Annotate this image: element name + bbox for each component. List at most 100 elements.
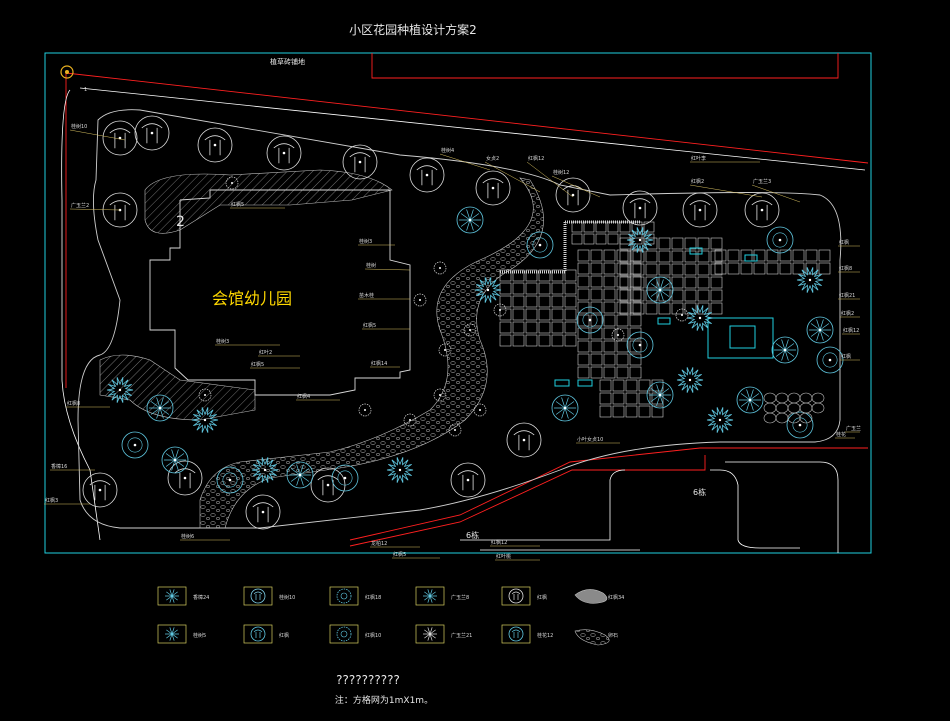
paving-tile [645,276,658,289]
callout-label: 红枫12 [528,155,544,162]
paving-tile [525,321,538,334]
callout-label: 龙柏12 [371,540,387,547]
paving-tile [603,340,616,353]
paving-tile [629,366,642,379]
plant-callout: 红枫2 [689,178,763,198]
paving-tile [792,262,805,275]
building-name: 会馆幼儿园 [212,289,292,308]
paving-tile [632,302,645,315]
callout-label: 桂树10 [71,123,87,130]
tree-symbol [506,422,542,458]
callout-label: 广玉兰3 [753,178,771,185]
shrub-dot [493,303,507,317]
paving-tile [792,249,805,262]
tree-symbol [216,466,244,494]
tree-symbol [551,394,579,422]
shrub-dot [611,328,625,342]
callout-label: 桂树12 [553,169,569,176]
rock [763,402,777,414]
rock [775,392,789,404]
callout-label: 红枫21 [839,292,855,299]
plant-callout: 红叶2 [258,349,300,357]
legend-label: 红枫18 [365,594,381,601]
legend-swatch [501,586,531,606]
callout-label: 桂树4 [441,147,454,154]
tree-symbol [766,226,794,254]
shrub-dot [448,423,462,437]
paving-tile [538,282,551,295]
legend-swatch [415,586,445,606]
hatched-bed-left [99,354,256,421]
rock [787,392,801,404]
callout-label: 红枫 [839,239,849,246]
tree-symbol [134,115,170,151]
rock [775,412,789,424]
tree-symbol [736,386,764,414]
paving-tile [629,249,642,262]
paving-tile [632,250,645,263]
legend-item: 香樟24 [157,586,209,606]
shrub-dot [433,388,447,402]
plant-callout: 红枫8 [66,400,110,408]
paving-tile [612,379,625,392]
paving-tile [603,249,616,262]
paving-tile [590,275,603,288]
paving-tile [577,301,590,314]
legend-label: 红枫10 [365,632,381,639]
paving-tile [590,301,603,314]
tree-symbol [682,192,718,228]
plant-symbols [82,115,844,530]
paving-tile [577,275,590,288]
paving-tile [619,263,632,276]
paving-tile [629,353,642,366]
paving-tile [525,282,538,295]
paving-tile [538,269,551,282]
tree-symbol [409,157,445,193]
plant-callout: 红枫21 [838,292,860,300]
paving-tile [607,233,619,245]
tree-symbol [626,331,654,359]
paving-tile [727,249,740,262]
paving-tile [616,288,629,301]
tree-symbol [526,231,554,259]
paving-tile [684,237,697,250]
callout-label: 红枫3 [45,497,58,504]
paving-tile [551,282,564,295]
tree-symbol [161,446,189,474]
paving-tile [564,308,577,321]
garden-outline [77,109,842,529]
tree-symbol [744,192,780,228]
shrub-dot [358,403,372,417]
paving-tile [499,308,512,321]
building-number: 2 [176,214,185,230]
tree-symbol [555,177,591,213]
callout-label: 桂花 [836,431,846,438]
paving-tile [619,289,632,302]
paving-tile [619,250,632,263]
paving-tile [671,250,684,263]
legend-label: 红枫 [279,632,289,639]
callout-label: 苗木桂 [359,292,374,299]
tree-symbol [450,462,486,498]
shrub-symbol [106,377,134,403]
paving-tile [632,289,645,302]
paving-tile [603,288,616,301]
paving-tile [499,282,512,295]
legend-item: 红枫 [243,624,289,644]
paving-tile [612,392,625,405]
plant-callout: 广玉兰2 [69,202,121,211]
paving-tile [525,334,538,347]
paving-tile [512,321,525,334]
paving-tile [629,288,642,301]
tree-symbol [456,206,484,234]
paving-tile [599,392,612,405]
paving-tile [616,262,629,275]
paving-tile [590,366,603,379]
paving-tile [697,237,710,250]
plant-callout: 红枫5 [392,551,440,559]
paving-tile [577,249,590,262]
paving-tile [645,250,658,263]
edge-strip [500,220,640,274]
shrub-dot [225,176,239,190]
paving-tile [603,366,616,379]
